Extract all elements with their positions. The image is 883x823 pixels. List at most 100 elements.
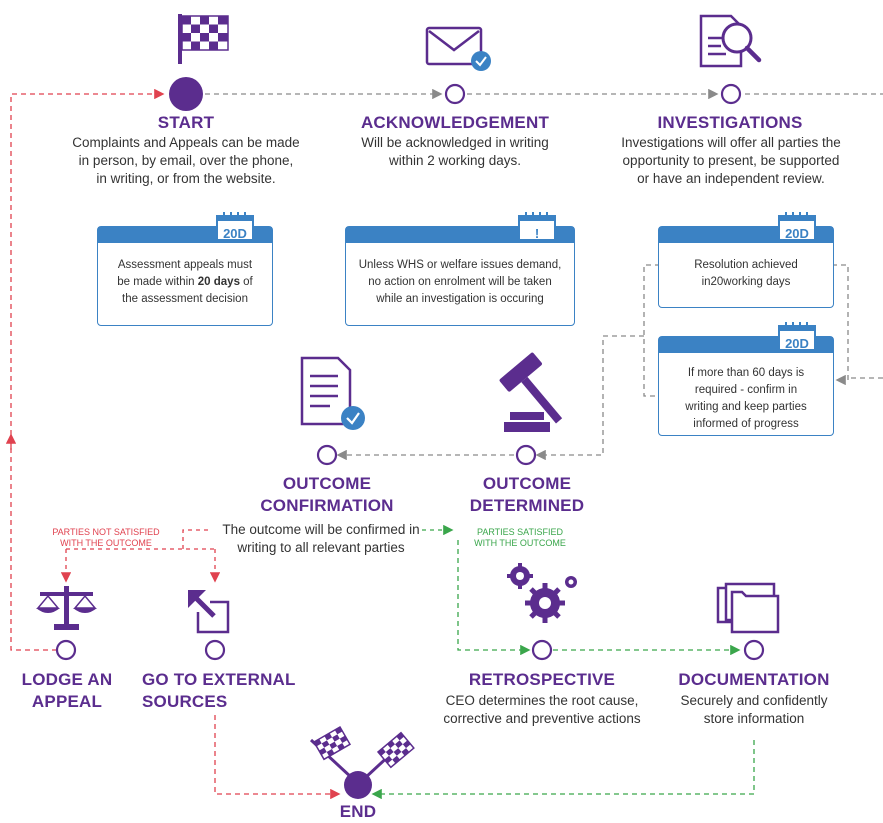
- node-inv: [720, 83, 742, 105]
- calendar-badge: 20D: [223, 226, 247, 241]
- step-title-external: GO TO EXTERNAL SOURCES: [142, 669, 318, 713]
- card-line: Assessment appeals must: [117, 259, 253, 271]
- branch-line: WITH THE OUTCOME: [474, 538, 566, 548]
- step-desc-inv: Investigations will offer all parties th…: [600, 134, 862, 188]
- card-line: the assessment decision: [122, 293, 248, 305]
- title-line: LODGE AN: [21, 670, 113, 689]
- envelope-check-icon: [425, 26, 491, 71]
- connector-docs-end: [371, 740, 755, 800]
- calendar-icon: [216, 212, 254, 241]
- branch-line: PARTIES SATISFIED: [476, 527, 564, 537]
- step-title-ack: ACKNOWLEDGEMENT: [360, 113, 550, 132]
- desc-line: The outcome will be confirmed in: [222, 522, 420, 537]
- card-line: If more than 60 days is: [687, 367, 805, 379]
- branch-line: WITH THE OUTCOME: [60, 538, 152, 548]
- card-line-pre: be made within: [117, 276, 198, 288]
- node-retro: [531, 639, 553, 661]
- card-whs: Unless WHS or welfare issues demand, no …: [345, 226, 575, 326]
- desc-line: opportunity to present, be supported: [622, 153, 840, 168]
- card-text: Unless WHS or welfare issues demand, no …: [352, 257, 568, 308]
- connector-external-end: [214, 715, 341, 800]
- desc-line: store information: [703, 711, 805, 726]
- step-title-retro: RETROSPECTIVE: [468, 670, 616, 689]
- card-text: If more than 60 days is required - confi…: [665, 365, 827, 433]
- title-line: APPEAL: [31, 692, 103, 711]
- step-desc-confirm: The outcome will be confirmed in writing…: [206, 521, 436, 557]
- step-title-inv: INVESTIGATIONS: [657, 113, 803, 132]
- branch-label-satisfied: PARTIES SATISFIED WITH THE OUTCOME: [460, 527, 580, 549]
- connector-appeal-start: [10, 88, 165, 651]
- desc-line: corrective and preventive actions: [443, 711, 641, 726]
- title-line: OUTCOME: [282, 474, 372, 493]
- gavel-icon: [499, 352, 563, 432]
- branch-label-not-satisfied: PARTIES NOT SATISFIED WITH THE OUTCOME: [36, 527, 176, 549]
- calendar-badge: 20D: [785, 226, 809, 241]
- node-external: [204, 639, 226, 661]
- step-desc-ack: Will be acknowledged in writing within 2…: [330, 134, 580, 170]
- desc-line: in person, by email, over the phone,: [78, 153, 294, 168]
- step-desc-start: Complaints and Appeals can be made in pe…: [50, 134, 322, 188]
- step-desc-docs: Securely and confidently store informati…: [664, 692, 844, 728]
- desc-line: within 2 working days.: [388, 153, 522, 168]
- card-line: while an investigation is occuring: [376, 293, 544, 305]
- node-docs: [743, 639, 765, 661]
- step-title-docs: DOCUMENTATION: [678, 670, 830, 689]
- card-line: in20working days: [701, 276, 791, 288]
- desc-line: CEO determines the root cause,: [445, 693, 639, 708]
- card-line-post: of: [239, 276, 253, 288]
- step-title-confirm: OUTCOME CONFIRMATION: [257, 473, 397, 517]
- calendar-badge: 20D: [785, 336, 809, 351]
- desc-line: Will be acknowledged in writing: [361, 135, 549, 150]
- card-line-bold: 20 days: [197, 276, 240, 288]
- step-title-start: START: [157, 113, 215, 132]
- node-ack: [444, 83, 466, 105]
- card-line: no action on enrolment will be taken: [368, 276, 552, 288]
- gears-icon: [507, 563, 577, 623]
- step-title-end: END: [339, 802, 377, 821]
- step-title-appeal: LODGE AN APPEAL: [8, 669, 126, 713]
- desc-line: Securely and confidently: [680, 693, 828, 708]
- node-start: [169, 77, 203, 111]
- connector-inv-determined: [535, 335, 644, 461]
- desc-line: Complaints and Appeals can be made: [72, 135, 300, 150]
- card-line: required - confirm in: [694, 384, 798, 396]
- folders-icon: [716, 582, 780, 634]
- title-line: GO TO EXTERNAL: [142, 670, 296, 689]
- document-magnifier-icon: [699, 14, 762, 68]
- title-line: CONFIRMATION: [260, 496, 394, 515]
- calendar-icon: [518, 212, 556, 241]
- desc-line: or have an independent review.: [637, 171, 825, 186]
- desc-line: Investigations will offer all parties th…: [621, 135, 841, 150]
- title-line: OUTCOME: [482, 474, 572, 493]
- branch-line: PARTIES NOT SATISFIED: [52, 527, 160, 537]
- checkered-flag-icon: [178, 14, 229, 64]
- card-line: Resolution achieved: [694, 259, 798, 271]
- step-desc-retro: CEO determines the root cause, correctiv…: [428, 692, 656, 728]
- connector-bracket-right: [832, 264, 849, 386]
- card-line: be made within 20 days of: [104, 274, 266, 291]
- node-determined: [515, 444, 537, 466]
- crossed-flags-icon: [309, 725, 415, 780]
- scales-icon: [36, 586, 97, 630]
- node-confirm: [316, 444, 338, 466]
- external-link-icon: [188, 590, 230, 634]
- node-appeal: [55, 639, 77, 661]
- title-line: SOURCES: [142, 692, 228, 711]
- connector-satisfied-retro: [457, 540, 531, 656]
- calendar-icon: [778, 212, 816, 241]
- card-text: Resolution achieved in20working days: [665, 257, 827, 291]
- calendar-icon: [778, 322, 816, 351]
- card-line: Unless WHS or welfare issues demand,: [358, 259, 562, 271]
- desc-line: in writing, or from the website.: [96, 171, 276, 186]
- connector-bracket-left: [643, 264, 660, 397]
- document-check-icon: [300, 356, 365, 430]
- calendar-badge: !: [534, 226, 540, 241]
- card-header-bar: [346, 227, 574, 243]
- connector-not-satisfied: [66, 529, 215, 550]
- card-line: writing and keep parties: [685, 401, 807, 413]
- card-sixty-days: If more than 60 days is required - confi…: [658, 336, 834, 436]
- step-title-determined: OUTCOME DETERMINED: [460, 473, 594, 517]
- title-line: DETERMINED: [469, 496, 585, 515]
- card-text: Assessment appeals must be made within 2…: [104, 257, 266, 308]
